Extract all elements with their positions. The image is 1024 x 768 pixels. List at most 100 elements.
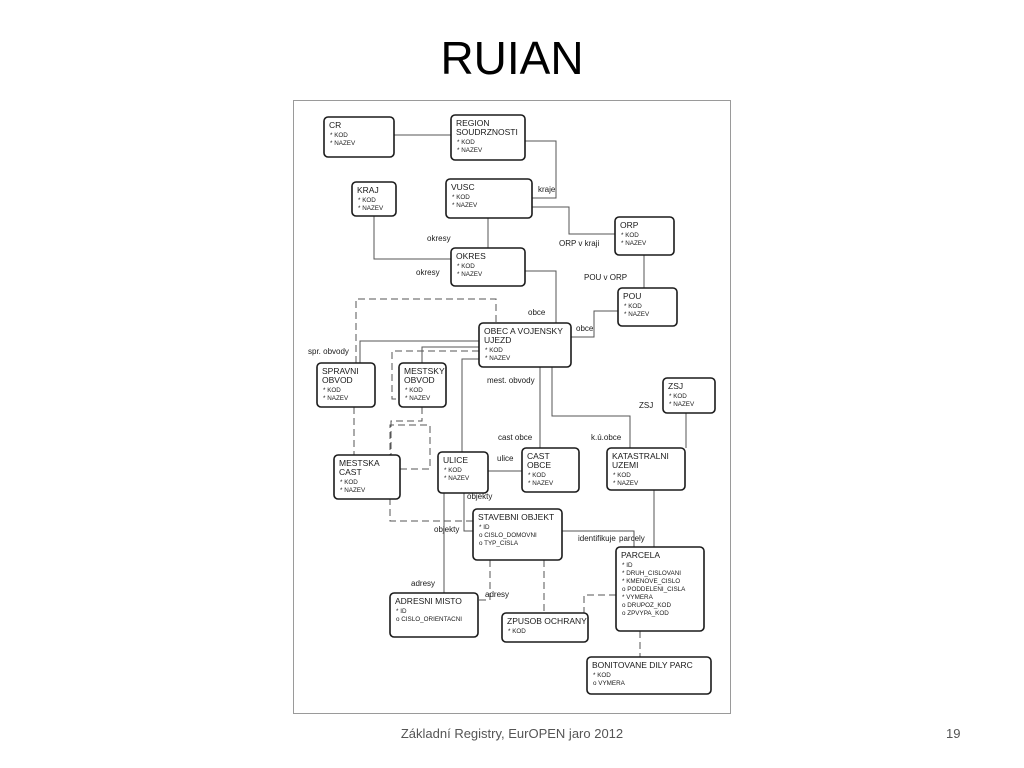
entity-name: STAVEBNI OBJEKT (478, 512, 554, 522)
entity-pou: POU* KOD* NAZEV (617, 287, 678, 327)
entity-attribute: * KOD (528, 472, 546, 479)
entity-box (662, 377, 716, 414)
entity-cr: CR* KOD* NAZEV (323, 116, 395, 158)
entity-attribute: o CISLO_ORIENTACNI (396, 616, 462, 623)
entity-box (521, 447, 580, 493)
entity-attribute: * KOD (621, 232, 639, 239)
relationship-label: spr. obvody (308, 347, 349, 356)
entity-attribute: * ID (622, 562, 633, 569)
entity-name: OKRES (456, 251, 486, 261)
entity-attribute: * NAZEV (621, 240, 647, 247)
relationship-label: okresy (416, 268, 440, 277)
entity-vusc: VUSC * KOD* NAZEV (445, 178, 533, 219)
relationship-label: cast obce (498, 433, 533, 442)
entity-name: OBEC A VOJENSKY (484, 326, 563, 336)
relationship-label: kraje (538, 185, 556, 194)
relationship-line (359, 340, 479, 363)
entity-attribute: * KOD (457, 139, 475, 146)
relationship-line (461, 358, 479, 452)
entity-box (501, 612, 589, 643)
entity-attribute: * NAZEV (457, 147, 483, 154)
entity-name: REGION (456, 118, 490, 128)
relationship-line (389, 424, 473, 522)
relationship-line (583, 594, 616, 613)
entity-attribute: * NAZEV (457, 271, 483, 278)
entity-name: UJEZD (484, 335, 511, 345)
entity-box (606, 447, 686, 491)
entity-box (472, 508, 563, 561)
entity-ulice: ULICE* KOD* NAZEV (437, 451, 489, 494)
entity-name: OBVOD (322, 375, 353, 385)
entity-okres: OKRES * KOD* NAZEV (450, 247, 526, 287)
relationship-label: adresy (411, 579, 435, 588)
relationship-line (391, 350, 479, 400)
entity-box (450, 114, 526, 161)
entity-attribute: * KOD (593, 672, 611, 679)
entity-name: CAST (527, 451, 550, 461)
entity-attribute: * NAZEV (452, 202, 478, 209)
entity-name: OBVOD (404, 375, 435, 385)
entity-zsj: ZSJ* KOD* NAZEV (662, 377, 716, 414)
relationship-line (562, 530, 635, 547)
entity-box (398, 362, 447, 408)
entity-attribute: * KOD (485, 347, 503, 354)
entity-name: UZEMI (612, 460, 638, 470)
entity-name: ORP (620, 220, 639, 230)
entity-attribute: * NAZEV (485, 355, 511, 362)
entity-orp: ORP * KOD* NAZEV (614, 216, 675, 256)
relationship-label: identifikuje (578, 534, 616, 543)
entity-kraj: KRAJ* KOD* NAZEV (351, 181, 397, 217)
relationship-label: ulice (497, 454, 514, 463)
entity-box (478, 322, 572, 368)
relationship-line (421, 346, 479, 363)
relationship-label: ZSJ (639, 401, 653, 410)
entity-attribute: * NAZEV (444, 475, 470, 482)
relationship-label: mest. obvody (487, 376, 535, 385)
relationship-line (478, 560, 491, 601)
entity-name: POU (623, 291, 641, 301)
entity-name: ZSJ (668, 381, 683, 391)
entity-box (389, 592, 479, 638)
entity-name: SPRAVNI (322, 366, 359, 376)
entity-attribute: * KOD (452, 194, 470, 201)
entity-box (333, 454, 401, 500)
entity-name: PARCELA (621, 550, 660, 560)
entity-name: CR (329, 120, 341, 130)
entity-name: VUSC (451, 182, 475, 192)
entity-adresni: ADRESNI MISTO* IDo CISLO_ORIENTACNI (389, 592, 479, 638)
entity-attribute: * KOD (457, 263, 475, 270)
entity-box (437, 451, 489, 494)
entity-attribute: o ZPVYPA_KOD (622, 610, 669, 617)
entity-attribute: * KMENOVE_CISLO (622, 578, 680, 585)
relationship-line (525, 140, 557, 199)
entity-name: BONITOVANE DILY PARC (592, 660, 693, 670)
entity-attribute: * NAZEV (330, 140, 356, 147)
entity-attribute: * KOD (340, 479, 358, 486)
entity-attribute: * KOD (508, 628, 526, 635)
relationship-label: adresy (485, 590, 509, 599)
entity-name: ULICE (443, 455, 468, 465)
entity-attribute: * NAZEV (613, 480, 639, 487)
entity-attribute: o TYP_CISLA (479, 540, 519, 547)
entity-box (450, 247, 526, 287)
entity-attribute: * NAZEV (669, 401, 695, 408)
entity-attribute: * ID (479, 524, 490, 531)
entity-attribute: o DRUPOZ_KOD (622, 602, 671, 609)
entity-box (351, 181, 397, 217)
entity-name: SOUDRZNOSTI (456, 127, 518, 137)
entity-attribute: * NAZEV (358, 205, 384, 212)
relationship-line (373, 216, 451, 260)
relationship-label: POU v ORP (584, 273, 627, 282)
entity-attribute: * DRUH_CISLOVANI (622, 570, 681, 577)
entity-parcela: PARCELA * ID* DRUH_CISLOVANI* KMENOVE_CIS… (615, 546, 705, 632)
relationship-line (390, 407, 423, 455)
